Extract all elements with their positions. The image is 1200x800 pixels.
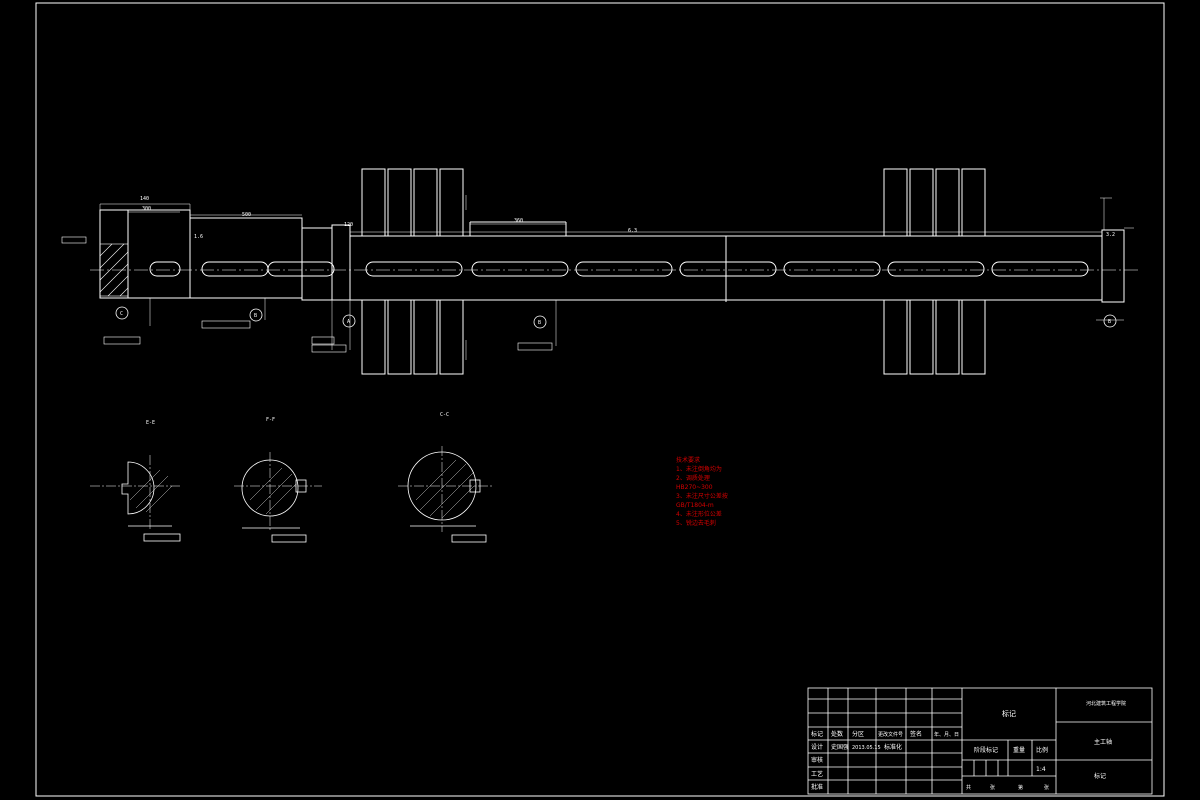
tb-sign: 签名 — [910, 730, 922, 738]
datum-b3: B — [1108, 319, 1111, 325]
datum-markers — [115, 306, 1117, 329]
shaft-main-view — [90, 209, 1140, 303]
disc-plates — [361, 168, 986, 375]
tb-designer: 史国强 — [831, 743, 849, 751]
dim-hub-inner: 300 — [142, 206, 151, 212]
datum-letters: C B A B B — [120, 311, 1111, 326]
tb-part: 主工轴 — [1094, 738, 1112, 746]
tech-note-5: GB/T1804-m — [676, 502, 714, 509]
tb-school: 河北建筑工程学院 — [1086, 700, 1126, 707]
tb-weight: 重量 — [1013, 746, 1025, 754]
dim-neck: 120 — [344, 222, 353, 228]
section-e-e — [90, 455, 182, 542]
section-f-f — [234, 452, 322, 543]
tb-code: 标记 — [1094, 772, 1106, 780]
left-end-hatch — [99, 243, 129, 297]
tolerance-frames — [61, 236, 553, 353]
tb-sheet: 张 — [1044, 784, 1049, 791]
tech-note-2: 2、调质处理 — [676, 474, 710, 482]
tb-stage: 阶段标记 — [974, 746, 998, 754]
tb-doc-no: 更改文件号 — [878, 731, 903, 738]
dim-keyway: 3.2 — [1106, 232, 1115, 238]
datum-c: C — [120, 311, 123, 317]
dimension-lines — [99, 195, 1134, 360]
datum-a: A — [347, 319, 350, 325]
tb-process: 工艺 — [811, 770, 823, 778]
technical-requirements: 技术要求 1、未注倒角均为 2、调质处理 HB270~300 3、未注尺寸公差按… — [676, 456, 728, 527]
tb-material: 标记 — [1002, 709, 1016, 718]
tb-scale: 1:4 — [1036, 766, 1046, 773]
tb-check: 审核 — [811, 756, 823, 764]
tb-standard: 标准化 — [884, 743, 902, 751]
dim-mid: 500 — [242, 212, 251, 218]
section-e-label: E-E — [146, 420, 155, 426]
tech-note-4: 3、未注尺寸公差按 — [676, 492, 728, 500]
tech-note-1: 1、未注倒角均为 — [676, 465, 722, 473]
tb-sheets: 张 — [990, 784, 995, 791]
dim-hub: 140 — [140, 196, 149, 202]
keyway-slots — [149, 261, 1089, 277]
tb-count: 处数 — [831, 730, 843, 738]
tb-date-value: 2013.05.15 — [852, 745, 881, 751]
dim-overall: 6.3 — [628, 228, 637, 234]
tb-date: 年、月、日 — [934, 731, 959, 738]
dimension-texts: 140 300 500 360 6.3 1.6 3.2 120 — [140, 196, 1115, 240]
tech-note-3: HB270~300 — [676, 484, 713, 491]
title-block — [807, 687, 1153, 795]
dim-ra: 1.6 — [194, 234, 203, 240]
tb-scale-label: 比例 — [1036, 746, 1048, 754]
outer-border — [35, 2, 1165, 797]
section-c-c — [398, 446, 492, 543]
datum-b2: B — [538, 320, 541, 326]
tb-zone: 分区 — [852, 730, 864, 738]
section-hatching — [129, 459, 475, 519]
tech-note-7: 5、锐边去毛刺 — [676, 519, 716, 527]
tb-design: 设计 — [811, 743, 823, 751]
tb-page: 第 — [1018, 784, 1023, 791]
section-c-label: C-C — [440, 412, 449, 418]
tech-notes-title: 技术要求 — [676, 456, 700, 464]
dim-slot-span: 360 — [514, 218, 523, 224]
tb-total: 共 — [966, 784, 971, 791]
datum-b: B — [254, 313, 257, 319]
tb-approve: 批准 — [811, 783, 823, 791]
tech-note-6: 4、未注形位公差 — [676, 510, 722, 518]
title-block-texts: 标记 处数 分区 更改文件号 签名 年、月、日 设计 史国强 2013.05.1… — [811, 700, 1126, 791]
tb-marks: 标记 — [811, 730, 823, 738]
section-f-label: F-F — [266, 417, 275, 423]
